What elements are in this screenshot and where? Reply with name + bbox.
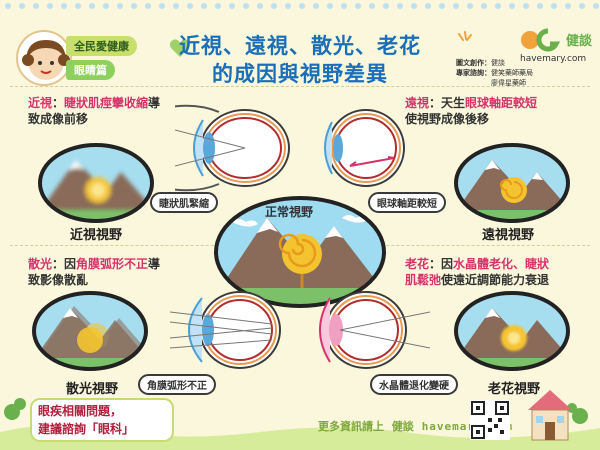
brand-logo: 健談 havemary.com <box>520 28 598 64</box>
advice-bubble: 眼疾相關問題， 建議諮詢「眼科」 <box>30 398 174 442</box>
page-title: 近視、遠視、散光、老花 的成因與視野差異 <box>150 32 450 88</box>
normal-vision-scene <box>214 196 386 308</box>
hyperopia-scene-label: 遠視視野 <box>481 228 534 243</box>
astigmatism-caption: 散光：因角膜弧形不正導 致影像散亂 <box>28 257 161 287</box>
title-line-2: 的成因與視野差異 <box>212 62 388 86</box>
header-divider <box>10 86 590 87</box>
badge-series-label: 全民愛健康 <box>66 36 137 56</box>
top-dots-decoration <box>5 3 599 9</box>
footer-brand: 健談 <box>391 420 414 433</box>
presbyopia-eye-diagram <box>319 291 430 369</box>
presbyopia-eye-label: 水晶體退化變硬 <box>370 374 458 395</box>
normal-scene-label: 正常視野 <box>265 205 314 219</box>
advice-line-2: 建議諮詢「眼科」 <box>38 422 135 436</box>
myopia-caption: 近視：睫狀肌痙攣收縮導 致成像前移 <box>28 96 161 126</box>
qr-code[interactable] <box>470 400 510 440</box>
series-badge: 全民愛健康 眼睛篇 <box>16 30 166 88</box>
presbyopia-vision-scene <box>454 291 570 371</box>
myopia-vision-scene <box>38 143 154 223</box>
brand-logo-text: 健談 <box>566 34 593 49</box>
heart-icon <box>169 39 191 57</box>
myopia-scene-label: 近視視野 <box>69 228 122 243</box>
presbyopia-scene-label: 老花視野 <box>487 382 540 397</box>
astigmatism-scene-label: 散光視野 <box>65 382 118 397</box>
advice-line-1: 眼疾相關問題， <box>38 404 123 418</box>
credit-line: 廖偉星藥師 <box>491 79 526 87</box>
hyperopia-caption: 遠視：天生眼球軸距較短 使視野成像後移 <box>405 96 538 126</box>
grass-decoration <box>0 398 600 450</box>
astigmatism-eye-diagram <box>170 291 281 369</box>
pharmacist-avatar <box>16 30 72 86</box>
sparkle-icon <box>458 31 472 41</box>
astigmatism-vision-scene <box>32 291 148 371</box>
myopia-eye-diagram <box>175 104 290 192</box>
brand-site[interactable]: havemary.com <box>520 54 587 64</box>
myopia-eye-label: 睫狀肌緊縮 <box>150 192 218 213</box>
hyperopia-vision-scene <box>454 143 570 223</box>
credits-block: 圖文創作：健談 專家諮詢：健笑藥師藥局 廖偉星藥師 <box>456 58 533 88</box>
presbyopia-caption: 老花：因水晶體老化、睫狀 肌鬆弛使遠近調節能力衰退 <box>405 257 550 287</box>
hyperopia-eye-label: 眼球軸距較短 <box>368 192 446 213</box>
brand-logo-icon <box>521 28 561 52</box>
house-decoration <box>528 390 572 441</box>
title-line-1: 近視、遠視、散光、老花 <box>179 34 421 58</box>
footer-more-text: 更多資訊請上 <box>318 420 384 433</box>
astigmatism-eye-label: 角膜弧形不正 <box>138 374 216 395</box>
hyperopia-eye-diagram <box>324 109 405 187</box>
badge-topic-label: 眼睛篇 <box>66 60 115 80</box>
credit-line: 圖文創作：健談 <box>456 59 505 67</box>
credit-line: 專家諮詢：健笑藥師藥局 <box>456 69 533 77</box>
